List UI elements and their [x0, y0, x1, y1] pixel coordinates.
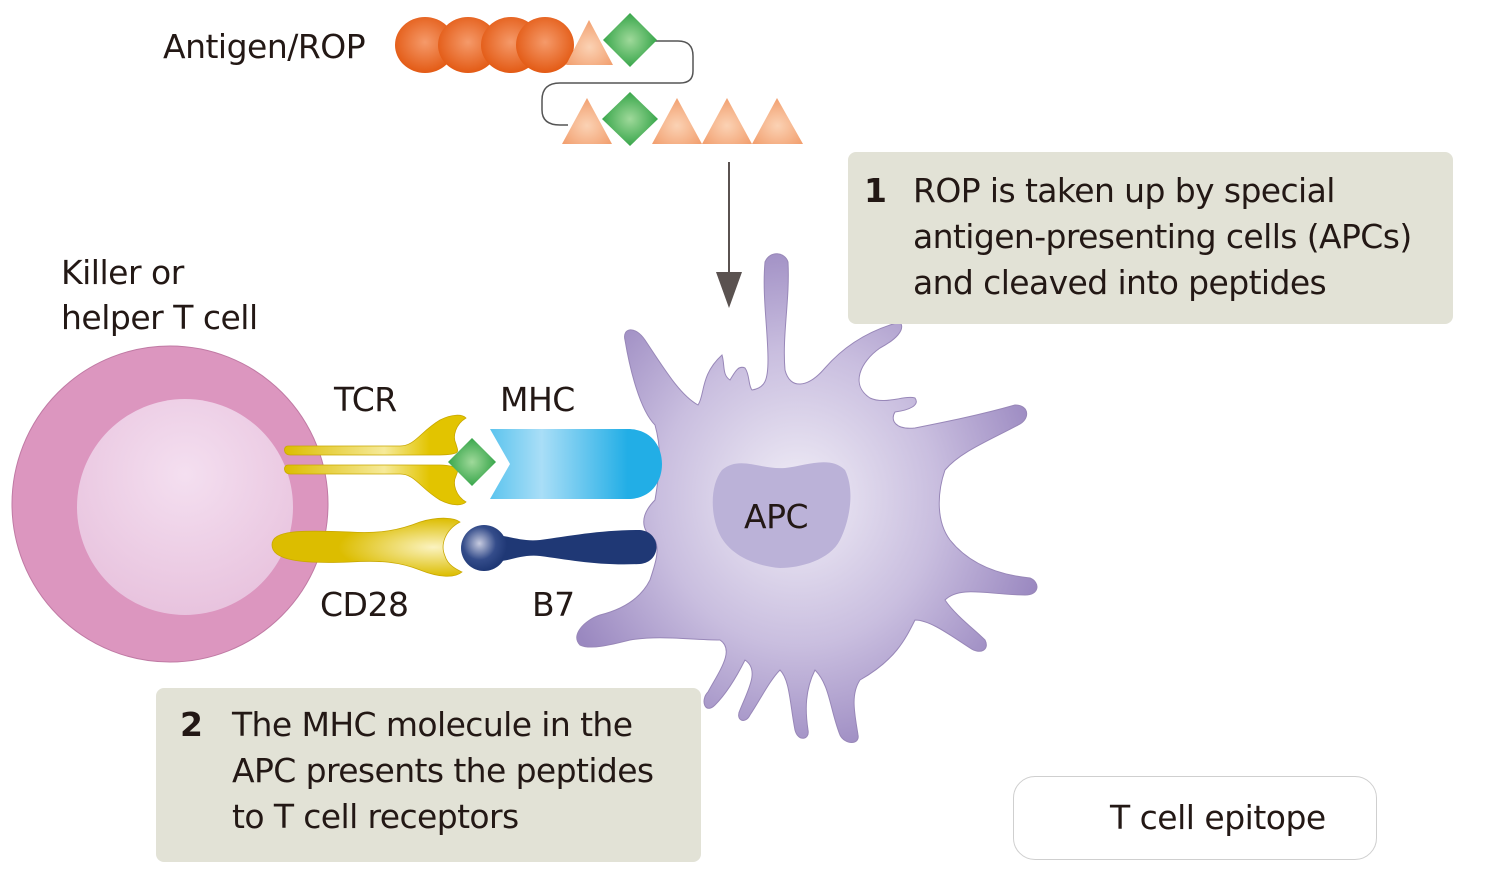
t-cell-label-line1: Killer or: [61, 253, 184, 292]
residue-circle: [395, 17, 455, 73]
apc-cell: [576, 253, 1038, 743]
epitope-diamond: [602, 92, 658, 146]
step-2-line-2: APC presents the peptides: [232, 751, 654, 790]
tcr-receptor: [284, 414, 467, 506]
apc-nucleus: [712, 462, 851, 568]
apc-label: APC: [744, 497, 809, 536]
antigen-chain: [395, 13, 803, 146]
step-1-line-1: ROP is taken up by special: [913, 171, 1335, 210]
cd28-receptor: [271, 517, 463, 577]
uptake-arrow: [716, 162, 742, 308]
mhc-molecule: [490, 429, 662, 499]
residue-circle: [438, 17, 498, 73]
mhc-label: MHC: [500, 380, 575, 419]
step-1-line-3: and cleaved into peptides: [913, 263, 1327, 302]
tcr-label: TCR: [334, 380, 397, 419]
step-1-number: 1: [864, 171, 887, 210]
residue-circle: [516, 17, 574, 73]
legend: T cell epitope: [1013, 776, 1377, 860]
residue-triangle: [652, 98, 702, 144]
residue-triangle: [562, 98, 612, 144]
presented-epitope: [448, 438, 496, 486]
cd28-label: CD28: [320, 585, 409, 624]
epitope-diamond: [603, 13, 657, 67]
step-2-line-1: The MHC molecule in the: [232, 705, 633, 744]
step-2-number: 2: [180, 705, 203, 744]
step-2-box: 2 The MHC molecule in the APC presents t…: [156, 688, 701, 862]
step-1-line-2: antigen-presenting cells (APCs): [913, 217, 1412, 256]
t-cell-label-line2: helper T cell: [61, 298, 258, 337]
step-1-box: 1 ROP is taken up by special antigen-pre…: [848, 152, 1453, 324]
step-2-line-3: to T cell receptors: [232, 797, 519, 836]
residue-triangle: [752, 98, 803, 144]
chain-linker: [541, 40, 694, 126]
b7-label: B7: [532, 585, 575, 624]
antigen-label: Antigen/ROP: [163, 27, 366, 66]
b7-head: [461, 525, 507, 571]
residue-triangle: [566, 20, 613, 65]
residue-triangle: [702, 98, 752, 144]
t-cell: [11, 345, 329, 663]
t-cell-nucleus: [77, 399, 293, 615]
b7-ligand: [490, 530, 657, 565]
legend-label: T cell epitope: [1110, 798, 1326, 837]
